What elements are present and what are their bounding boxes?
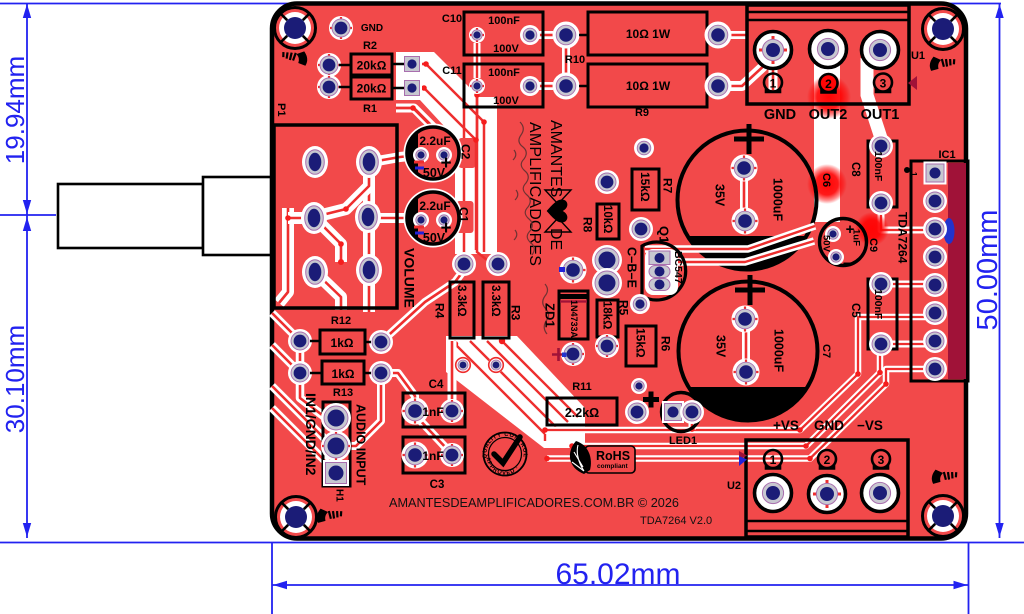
svg-text:RoHS: RoHS (596, 449, 630, 463)
svg-text:ZD1: ZD1 (542, 303, 557, 328)
svg-text:BC547: BC547 (672, 251, 684, 284)
svg-text:R4: R4 (433, 303, 447, 319)
svg-text:VOLUME: VOLUME (402, 248, 418, 308)
svg-text:3: 3 (880, 77, 887, 91)
svg-text:1kΩ: 1kΩ (331, 336, 354, 350)
svg-text:15kΩ: 15kΩ (638, 172, 652, 202)
svg-text:10kΩ: 10kΩ (601, 205, 613, 233)
svg-text:C9: C9 (867, 238, 879, 252)
svg-text:1N4733A: 1N4733A (569, 300, 579, 339)
svg-text:2.2uF: 2.2uF (419, 199, 450, 213)
svg-text:R7: R7 (661, 178, 675, 194)
svg-text:100nF: 100nF (488, 15, 520, 27)
svg-text:R1: R1 (363, 103, 377, 115)
svg-text:35V: 35V (714, 335, 728, 358)
svg-text:50V: 50V (423, 231, 446, 245)
svg-text:TDA7264: TDA7264 (896, 212, 910, 264)
svg-text:OUT2: OUT2 (809, 107, 848, 123)
svg-text:C7: C7 (820, 344, 832, 358)
svg-text:DE: DE (547, 228, 564, 250)
svg-text:2: 2 (824, 453, 831, 467)
svg-text:10Ω 1W: 10Ω 1W (626, 79, 671, 93)
svg-text:R11: R11 (572, 381, 592, 393)
svg-text:+: + (846, 221, 855, 238)
svg-text:+: + (440, 218, 451, 239)
svg-text:AMANTES: AMANTES (547, 120, 564, 197)
svg-text:IC1: IC1 (938, 149, 955, 161)
svg-text:35V: 35V (713, 184, 727, 207)
svg-text:−: − (843, 255, 851, 271)
svg-text:R5: R5 (617, 300, 631, 316)
svg-text:U2: U2 (727, 480, 741, 492)
svg-text:100V: 100V (493, 43, 519, 55)
svg-text:100nF: 100nF (872, 289, 884, 320)
svg-text:C4: C4 (429, 379, 444, 391)
svg-text:20kΩ: 20kΩ (357, 59, 387, 73)
svg-text:3: 3 (878, 453, 885, 467)
svg-text:R8: R8 (581, 217, 595, 233)
svg-text:100V: 100V (493, 95, 519, 107)
svg-text:2.2uF: 2.2uF (419, 134, 450, 148)
svg-text:15kΩ: 15kΩ (634, 328, 648, 358)
svg-text:C1: C1 (457, 207, 471, 223)
svg-text:65.02mm: 65.02mm (555, 558, 680, 591)
svg-text:R2: R2 (363, 40, 377, 52)
svg-text:+: + (440, 153, 451, 174)
svg-text:−VS: −VS (857, 418, 883, 433)
svg-text:Q1: Q1 (656, 226, 671, 243)
svg-text:19.94mm: 19.94mm (0, 56, 30, 164)
svg-text:3.3kΩ: 3.3kΩ (455, 285, 467, 317)
svg-text:1: 1 (909, 172, 918, 177)
svg-text:50V: 50V (821, 235, 832, 253)
svg-text:1kΩ: 1kΩ (332, 367, 355, 381)
svg-text:C10: C10 (442, 13, 462, 25)
svg-text:30.10mm: 30.10mm (0, 325, 30, 433)
svg-text:P1: P1 (275, 103, 287, 116)
svg-text:20kΩ: 20kΩ (357, 82, 387, 96)
svg-text:3.3kΩ: 3.3kΩ (489, 285, 501, 317)
svg-text:R10: R10 (565, 54, 585, 66)
svg-text:R13: R13 (333, 387, 353, 399)
svg-text:AUDIO INPUT: AUDIO INPUT (354, 404, 368, 486)
svg-text:C8: C8 (849, 162, 861, 177)
svg-text:2.2kΩ: 2.2kΩ (565, 406, 599, 420)
svg-text:2: 2 (825, 77, 832, 91)
svg-text:+VS: +VS (773, 418, 799, 433)
svg-text:1: 1 (770, 77, 777, 91)
svg-text:compliant: compliant (597, 463, 629, 470)
svg-text:50V: 50V (423, 166, 446, 180)
svg-text:50.00mm: 50.00mm (972, 210, 1004, 331)
svg-text:C5: C5 (849, 303, 861, 318)
svg-text:100nF: 100nF (488, 67, 520, 79)
svg-text:TDA7264 V2.0: TDA7264 V2.0 (640, 515, 712, 527)
svg-text:AMPLIFICADORES: AMPLIFICADORES (526, 122, 543, 266)
svg-text:GND: GND (361, 23, 383, 34)
svg-text:C2: C2 (459, 144, 473, 160)
svg-text:1000uF: 1000uF (771, 178, 785, 221)
svg-text:1nF: 1nF (422, 449, 443, 463)
svg-text:18kΩ: 18kΩ (600, 301, 612, 329)
svg-text:10Ω 1W: 10Ω 1W (626, 27, 671, 41)
svg-text:1uF: 1uF (851, 229, 862, 246)
svg-text:1nF: 1nF (422, 405, 443, 419)
svg-text:OUT1: OUT1 (861, 107, 900, 123)
svg-text:GND: GND (764, 107, 796, 123)
svg-text:R6: R6 (659, 336, 673, 352)
svg-text:R3: R3 (509, 305, 523, 321)
svg-text:C11: C11 (442, 65, 462, 77)
svg-text:AMANTESDEAMPLIFICADORES.COM.BR: AMANTESDEAMPLIFICADORES.COM.BR © 2026 (389, 496, 679, 510)
svg-text:LED1: LED1 (669, 435, 697, 447)
svg-text:C3: C3 (430, 479, 445, 491)
svg-text:R9: R9 (635, 107, 649, 119)
svg-text:100nF: 100nF (872, 151, 884, 182)
svg-text:C6: C6 (820, 173, 832, 187)
svg-text:GND: GND (814, 418, 844, 433)
svg-text:C−B−E: C−B−E (625, 247, 639, 288)
svg-text:R12: R12 (331, 315, 351, 327)
svg-text:1: 1 (770, 453, 777, 467)
svg-text:IN1/GND/IN2: IN1/GND/IN2 (303, 393, 319, 476)
svg-text:1000uF: 1000uF (772, 329, 786, 372)
svg-text:U1: U1 (911, 50, 925, 62)
svg-text:H1: H1 (333, 489, 344, 502)
